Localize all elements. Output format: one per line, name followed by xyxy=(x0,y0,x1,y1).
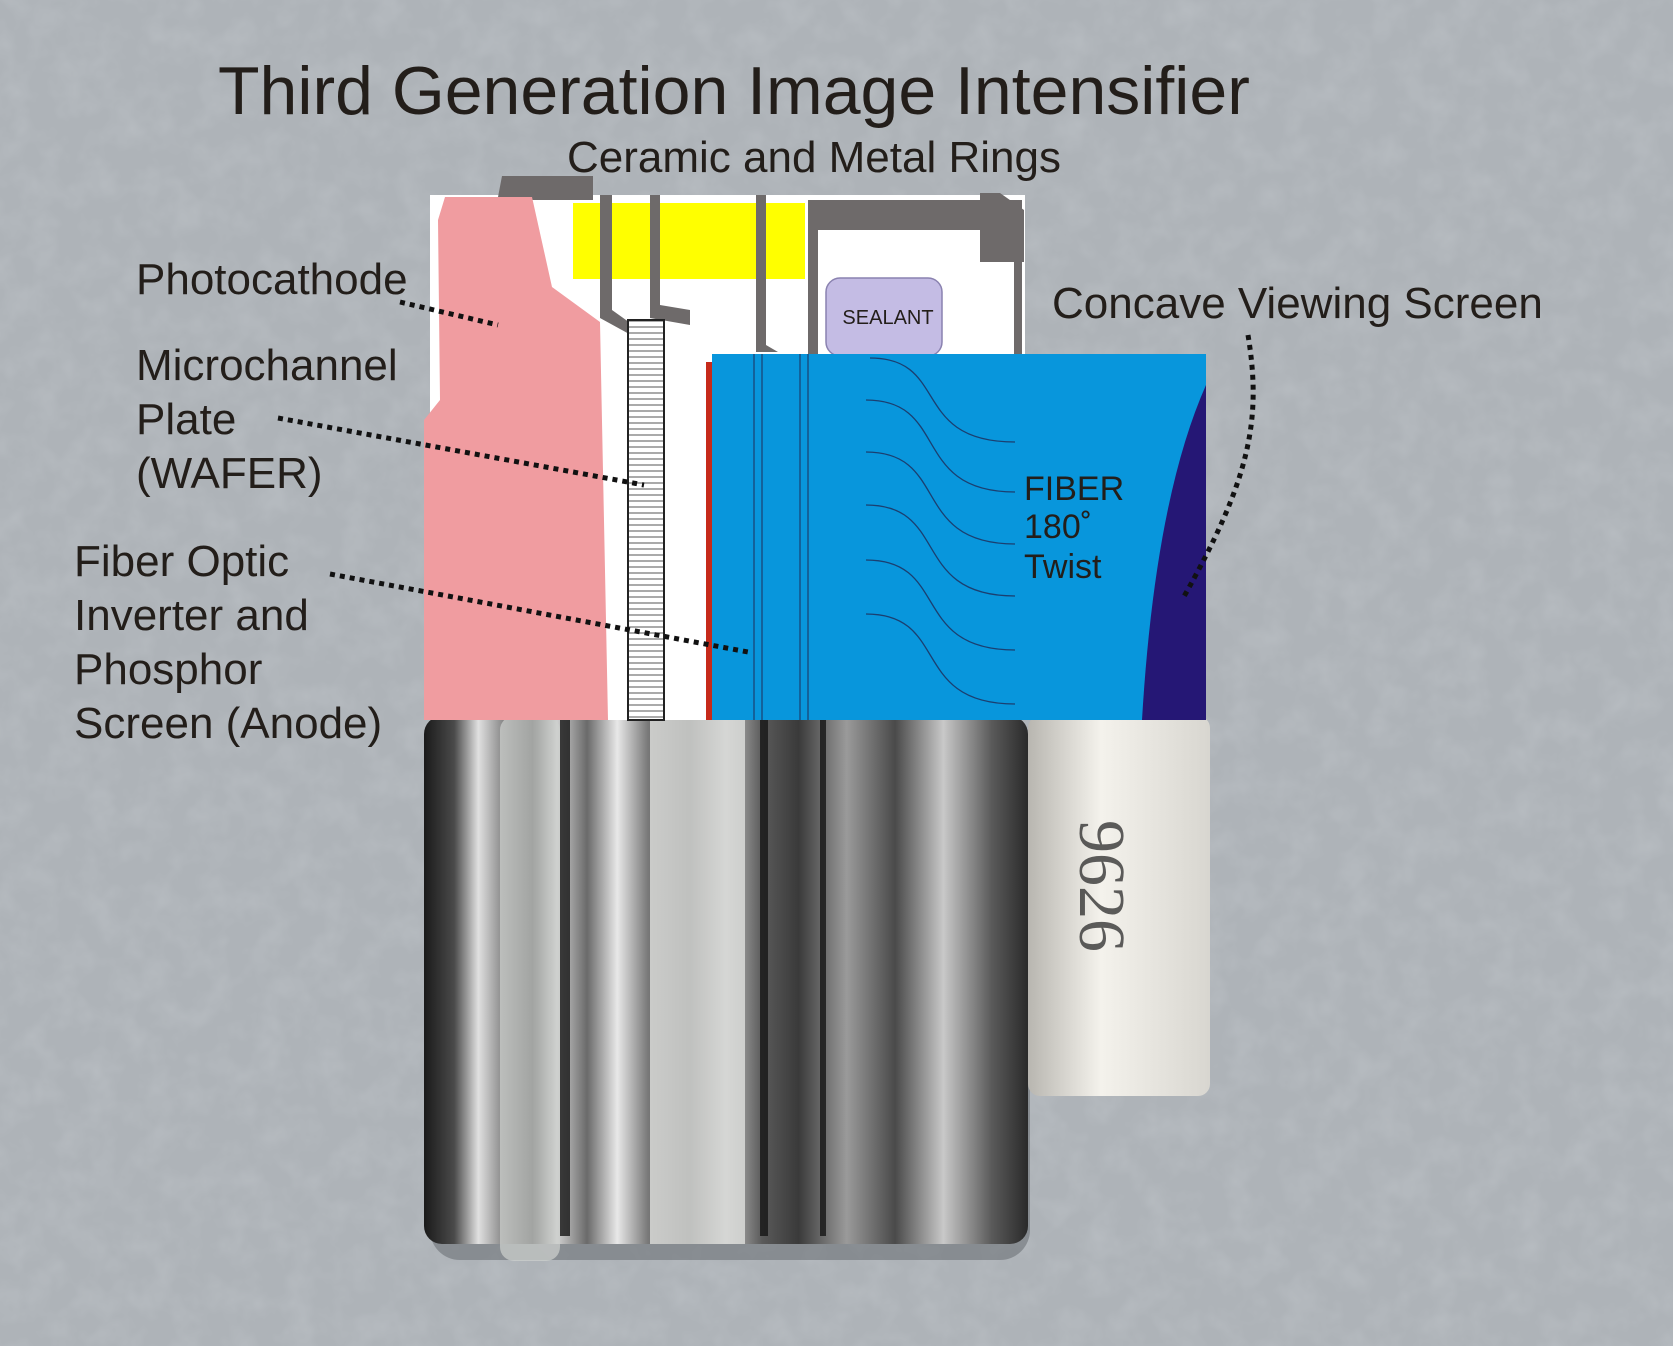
ceramic-ring-gap-3 xyxy=(756,203,766,279)
label-mcp-line1: Microchannel xyxy=(136,341,398,390)
label-fiber-line1: Fiber Optic xyxy=(74,537,289,586)
fiber-curve-2 xyxy=(865,399,1016,493)
handwritten-serial: 9626 xyxy=(1065,820,1138,952)
fiber-inverter-edge xyxy=(706,362,714,720)
photocathode-window xyxy=(424,197,608,720)
subtitle: Ceramic and Metal Rings xyxy=(567,133,1061,182)
ceramic-ring-gap-1 xyxy=(600,203,612,279)
tube-groove-1 xyxy=(560,716,570,1236)
label-photocathode: Photocathode xyxy=(136,255,408,304)
label-fiber-line3: Phosphor xyxy=(74,645,262,694)
fiber-curve-4 xyxy=(865,504,1016,597)
fiber-twist-curves xyxy=(865,357,1016,705)
fiber-curve-3 xyxy=(865,451,1016,545)
label-fiber-line2: Inverter and xyxy=(74,591,309,640)
ceramic-end-cap xyxy=(1028,716,1210,1096)
label-fiber-line4: Screen (Anode) xyxy=(74,699,382,748)
label-twist-line2: 180˚ xyxy=(1024,508,1092,546)
tube-white-ring xyxy=(650,716,745,1244)
label-mcp-line3: (WAFER) xyxy=(136,449,323,498)
leader-photocathode xyxy=(399,299,499,328)
tube-photo: 9626 xyxy=(424,716,1210,1261)
metal-ring-top xyxy=(498,176,1022,355)
leader-fiber-optic xyxy=(329,571,749,655)
tube-left-lip xyxy=(500,716,560,1261)
metal-ring-right-flange xyxy=(980,193,1024,262)
sealant-label: SEALANT xyxy=(842,307,933,329)
fiber-curve-1 xyxy=(869,357,1016,443)
cutaway-diagram: SEALANT xyxy=(424,176,1206,721)
fiber-curve-5 xyxy=(865,559,1016,651)
label-twist-line3: Twist xyxy=(1024,548,1102,586)
concave-viewing-screen xyxy=(1142,385,1206,720)
fiber-curve-6 xyxy=(865,613,1016,705)
fiber-optic-inverter xyxy=(712,354,1206,720)
tube-groove-2 xyxy=(760,716,768,1236)
ceramic-ring-gap-2 xyxy=(650,203,660,279)
label-concave-screen: Concave Viewing Screen xyxy=(1052,279,1543,328)
label-mcp-line2: Plate xyxy=(136,395,236,444)
tube-groove-3 xyxy=(820,716,826,1236)
leader-lines xyxy=(277,299,1256,655)
leader-concave-screen xyxy=(1179,334,1256,602)
label-twist-line1: FIBER xyxy=(1024,470,1124,508)
leader-mcp xyxy=(277,415,645,488)
microchannel-plate xyxy=(627,319,665,721)
page-title: Third Generation Image Intensifier xyxy=(218,53,1250,129)
